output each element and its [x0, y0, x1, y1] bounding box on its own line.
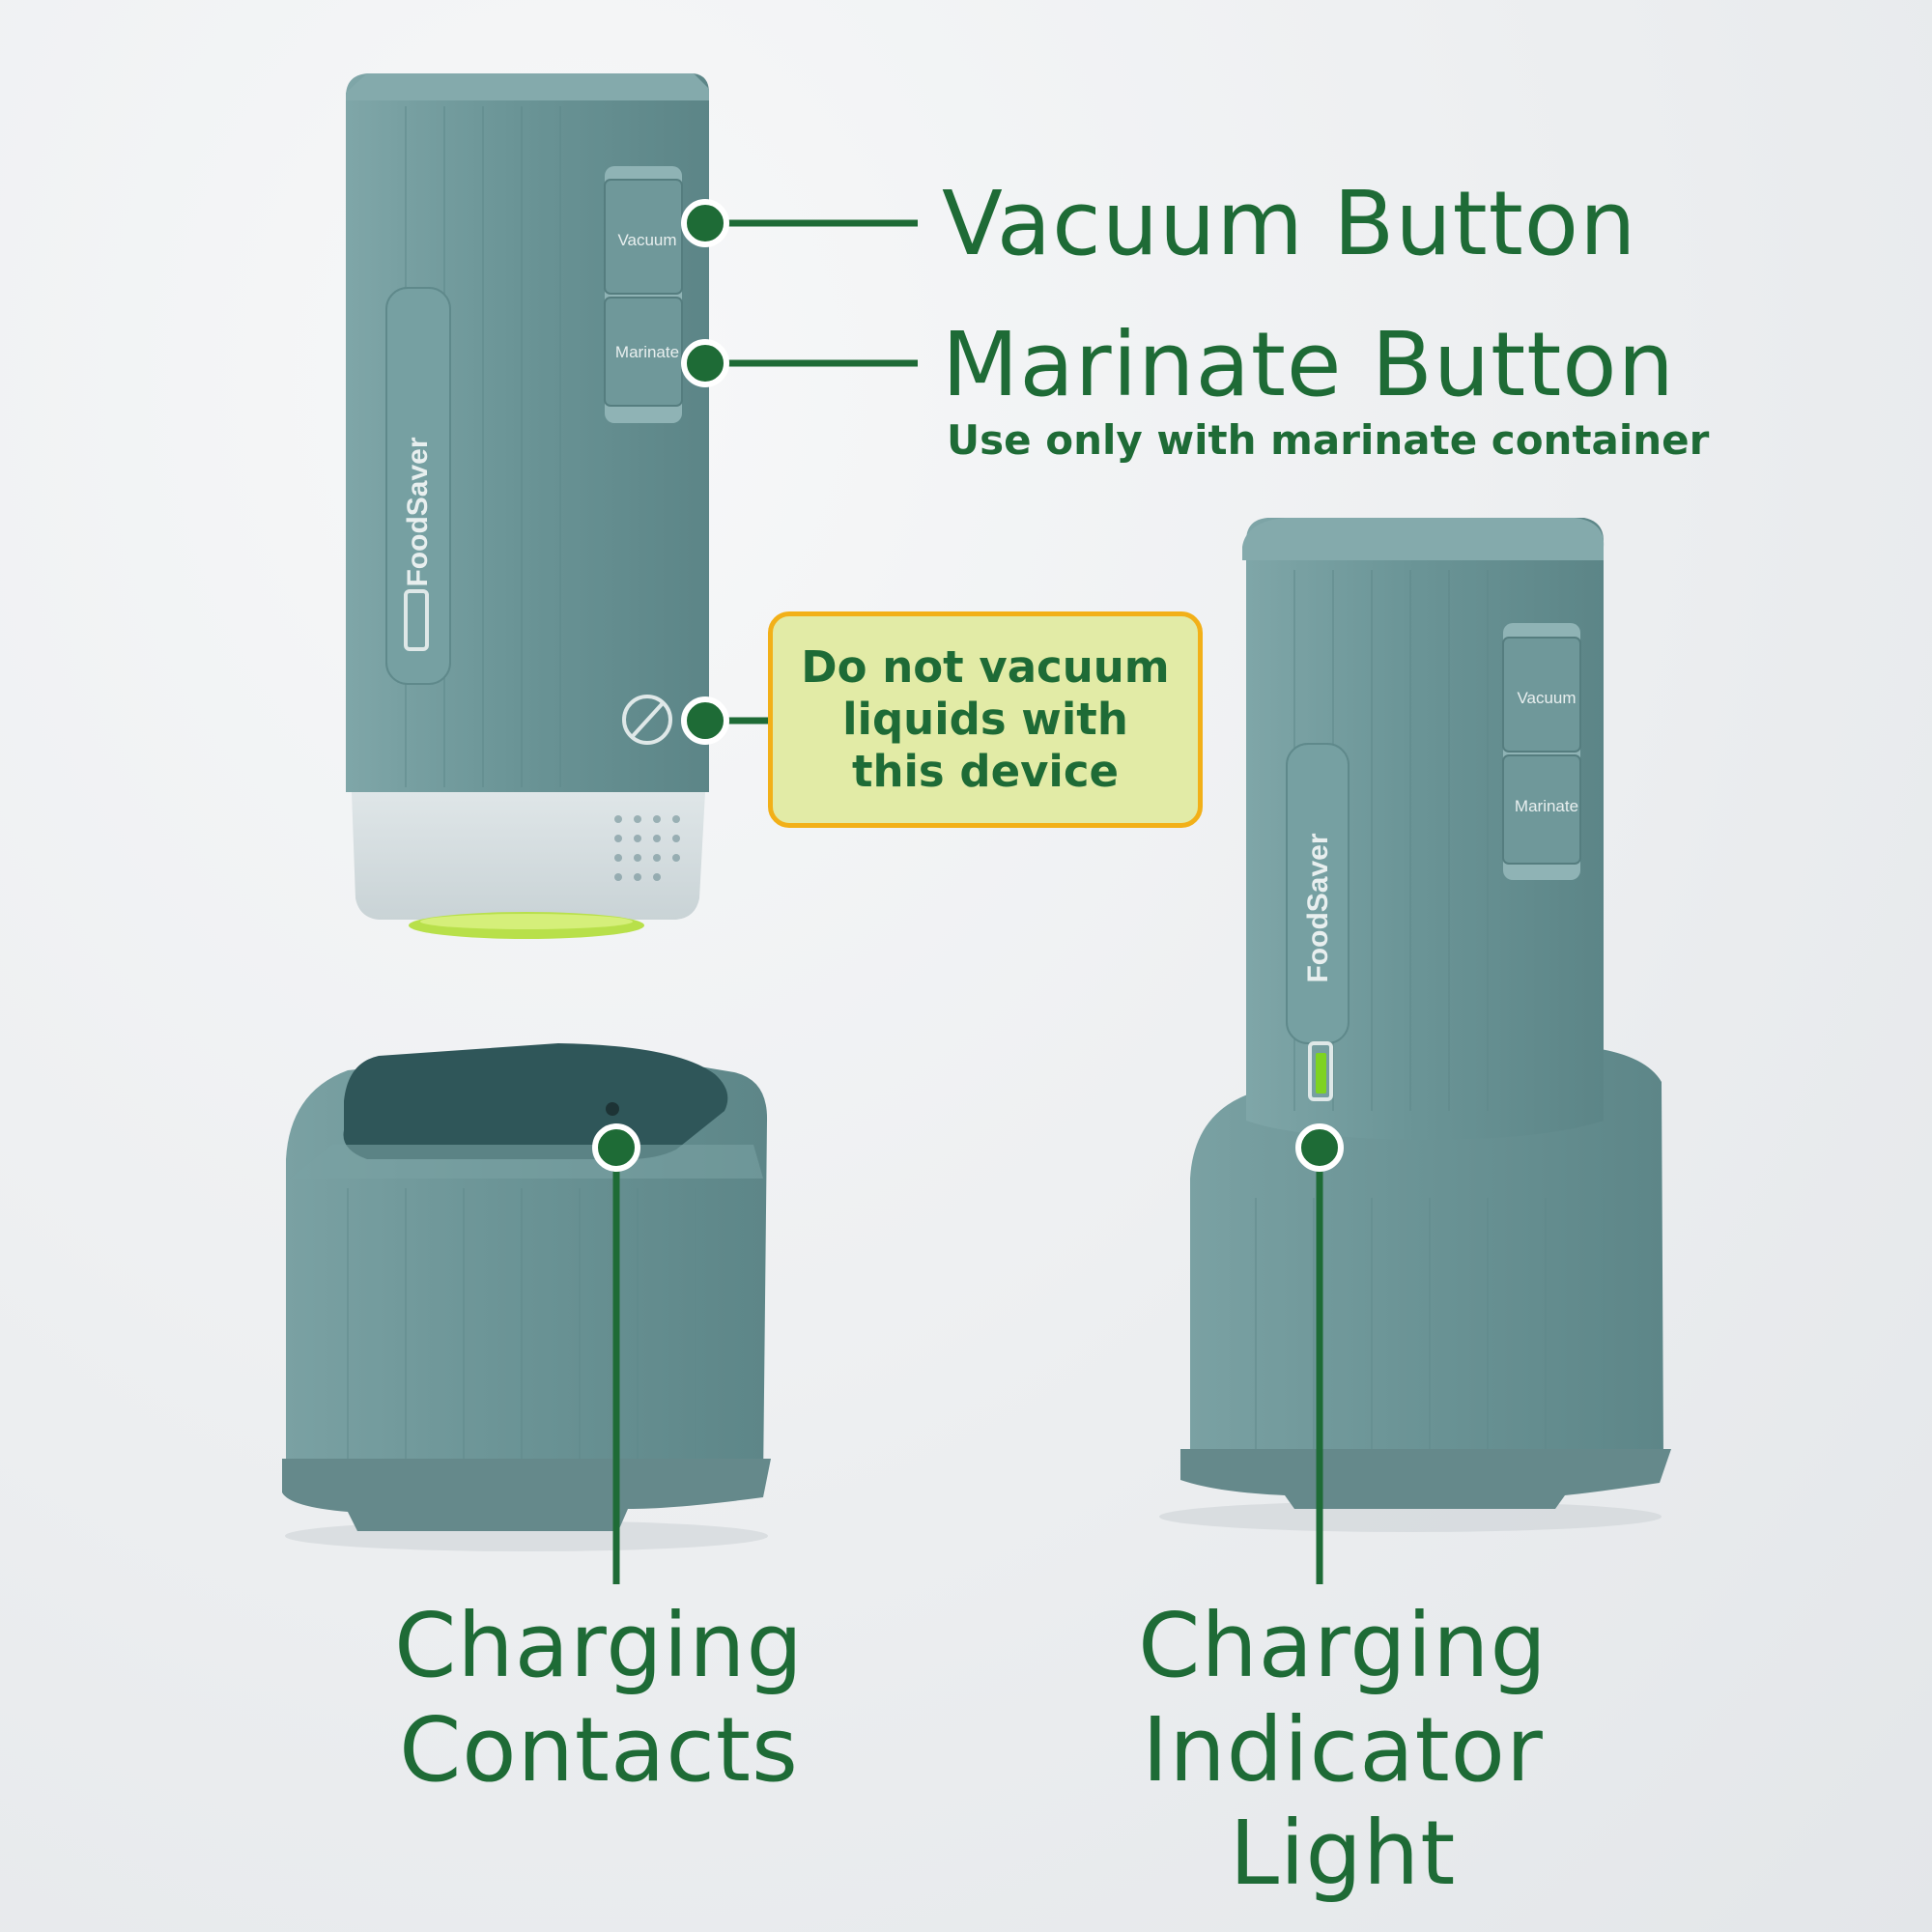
- liquid-warning-text: Do not vacuum liquids with this device: [801, 641, 1170, 797]
- charging-indicator-label: Charging Indicator Light: [1092, 1594, 1594, 1906]
- vacuum-sealer-left: [346, 73, 709, 939]
- marinate-button-label: Marinate Button: [942, 313, 1675, 416]
- vacuum-sealer-docked-right: [1159, 518, 1671, 1532]
- callout-liquid-warning: [681, 696, 769, 745]
- charging-base-left: [282, 1043, 771, 1551]
- callout-charging-indicator: [1295, 1123, 1344, 1584]
- button-label-marinate-left: Marinate: [615, 343, 679, 361]
- marinate-note: Use only with marinate container: [947, 416, 1710, 464]
- callout-marinate-button: [681, 339, 918, 387]
- liquid-warning-box: Do not vacuum liquids with this device: [768, 611, 1203, 828]
- charging-indicator-line3: Light: [1229, 1802, 1457, 1906]
- charging-contacts-label: Charging Contacts: [348, 1594, 850, 1802]
- brand-text-right: FoodSaver: [1302, 833, 1334, 982]
- button-label-vacuum-left: Vacuum: [617, 231, 676, 249]
- callout-vacuum-button: [681, 199, 918, 247]
- charging-indicator-line1: Charging: [1138, 1594, 1548, 1697]
- button-label-marinate-right: Marinate: [1515, 797, 1578, 815]
- callout-charging-contacts: [592, 1123, 640, 1584]
- vacuum-button-label: Vacuum Button: [942, 172, 1637, 275]
- svg-text:FoodSaver: FoodSaver: [1302, 833, 1334, 982]
- charging-indicator-line2: Indicator: [1142, 1697, 1544, 1802]
- charging-contacts-line1: Charging: [394, 1594, 804, 1697]
- svg-text:FoodSaver: FoodSaver: [402, 437, 434, 586]
- brand-text-left: FoodSaver: [402, 437, 434, 586]
- charging-contacts-line2: Contacts: [399, 1697, 799, 1802]
- button-label-vacuum-right: Vacuum: [1517, 689, 1576, 707]
